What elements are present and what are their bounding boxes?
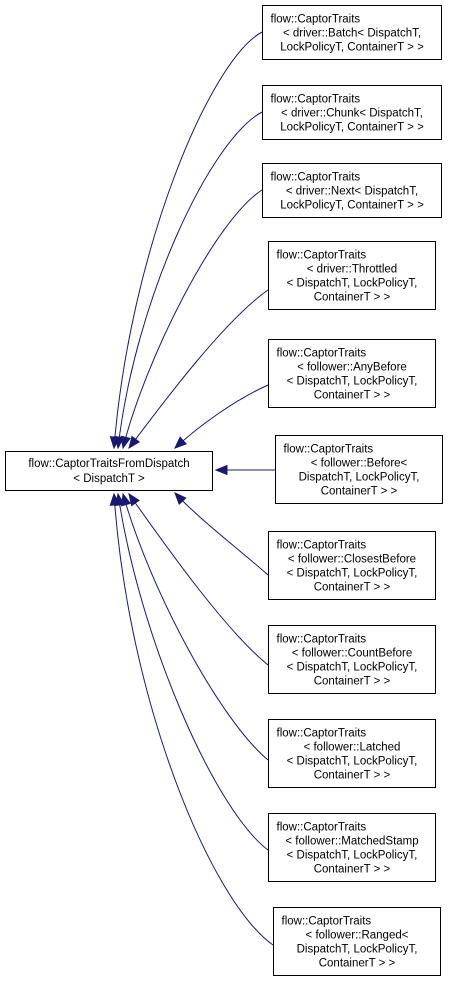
derived-class-box[interactable] <box>268 531 436 600</box>
inheritance-edge <box>122 189 263 449</box>
inheritance-arrowhead <box>174 436 188 449</box>
derived-class-template-line: < DispatchT, LockPolicyT, <box>287 278 418 290</box>
derived-class-name: flow::CaptorTraits <box>282 916 372 928</box>
derived-class-node[interactable]: flow::CaptorTraits< follower::Ranged<Dis… <box>273 907 441 976</box>
base-class-box[interactable] <box>5 451 213 491</box>
base-class-node[interactable]: flow::CaptorTraitsFromDispatch < Dispatc… <box>5 451 213 491</box>
inheritance-edge <box>113 493 274 946</box>
derived-class-name: flow::CaptorTraits <box>277 634 367 646</box>
derived-class-template-line: LockPolicyT, ContainerT > > <box>280 200 424 212</box>
derived-class-template-line: < DispatchT, LockPolicyT, <box>287 850 418 862</box>
derived-class-node[interactable]: flow::CaptorTraits< follower::CountBefor… <box>268 625 436 694</box>
derived-class-box[interactable] <box>268 241 436 310</box>
derived-class-template-line: LockPolicyT, ContainerT > > <box>280 122 424 134</box>
derived-class-template-line: ContainerT > > <box>314 292 391 304</box>
derived-class-box[interactable] <box>262 163 442 218</box>
derived-class-box[interactable] <box>275 435 443 504</box>
derived-class-node[interactable]: flow::CaptorTraits< driver::Next< Dispat… <box>262 163 442 218</box>
derived-class-template-line: LockPolicyT, ContainerT > > <box>280 42 424 54</box>
inheritance-edge <box>128 493 269 666</box>
inheritance-arrowhead <box>128 435 141 450</box>
inheritance-edge <box>174 384 269 449</box>
derived-class-node[interactable]: flow::CaptorTraits< follower::Latched< D… <box>268 719 436 788</box>
derived-class-template-line: < follower::AnyBefore <box>297 362 407 374</box>
inheritance-edge <box>113 31 263 449</box>
inheritance-edge <box>117 111 263 449</box>
derived-class-template-line: < follower::ClosestBefore <box>288 554 416 566</box>
derived-class-template-line: < driver::Next< DispatchT, <box>286 186 418 198</box>
derived-class-node[interactable]: flow::CaptorTraits< follower::Before<Dis… <box>275 435 443 504</box>
derived-class-name: flow::CaptorTraits <box>277 822 367 834</box>
derived-class-name: flow::CaptorTraits <box>277 540 367 552</box>
inheritance-edge <box>117 493 269 851</box>
derived-class-template-line: < follower::Before< <box>311 458 408 470</box>
derived-class-template-line: ContainerT > > <box>314 390 391 402</box>
derived-class-template-line: ContainerT > > <box>314 864 391 876</box>
derived-class-name: flow::CaptorTraits <box>277 348 367 360</box>
derived-class-name: flow::CaptorTraits <box>271 172 361 184</box>
derived-class-template-line: < follower::MatchedStamp <box>285 836 418 848</box>
derived-class-node[interactable]: flow::CaptorTraits< driver::Batch< Dispa… <box>262 5 442 60</box>
derived-class-node[interactable]: flow::CaptorTraits< driver::Throttled< D… <box>268 241 436 310</box>
inheritance-arrowhead <box>174 492 187 506</box>
inheritance-arrowhead <box>109 492 121 506</box>
derived-class-box[interactable] <box>262 85 442 140</box>
derived-class-template-line: DispatchT, LockPolicyT, <box>297 944 418 956</box>
derived-class-node[interactable]: flow::CaptorTraits< follower::ClosestBef… <box>268 531 436 600</box>
derived-class-template-line: < DispatchT, LockPolicyT, <box>287 756 418 768</box>
derived-class-box[interactable] <box>268 813 436 882</box>
derived-class-box[interactable] <box>268 625 436 694</box>
derived-class-node[interactable]: flow::CaptorTraits< driver::Chunk< Dispa… <box>262 85 442 140</box>
derived-class-name: flow::CaptorTraits <box>277 250 367 262</box>
derived-class-nodes: flow::CaptorTraits< driver::Batch< Dispa… <box>262 5 443 976</box>
derived-class-template-line: < DispatchT, LockPolicyT, <box>287 662 418 674</box>
derived-class-template-line: ContainerT > > <box>321 486 398 498</box>
base-class-template-args: < DispatchT > <box>73 473 145 485</box>
derived-class-box[interactable] <box>268 339 436 408</box>
derived-class-template-line: < DispatchT, LockPolicyT, <box>287 376 418 388</box>
derived-class-template-line: < driver::Batch< DispatchT, <box>283 28 421 40</box>
derived-class-name: flow::CaptorTraits <box>271 94 361 106</box>
derived-class-box[interactable] <box>273 907 441 976</box>
inheritance-arrowhead <box>214 464 228 476</box>
derived-class-name: flow::CaptorTraits <box>277 728 367 740</box>
inheritance-edge <box>122 493 269 761</box>
inheritance-edge <box>128 289 269 449</box>
derived-class-node[interactable]: flow::CaptorTraits< follower::AnyBefore<… <box>268 339 436 408</box>
derived-class-name: flow::CaptorTraits <box>284 444 374 456</box>
derived-class-template-line: < follower::CountBefore <box>292 648 413 660</box>
derived-class-template-line: < follower::Ranged< <box>306 930 409 942</box>
derived-class-name: flow::CaptorTraits <box>271 14 361 26</box>
derived-class-template-line: ContainerT > > <box>314 770 391 782</box>
derived-class-template-line: < driver::Throttled <box>307 264 397 276</box>
base-class-name: flow::CaptorTraitsFromDispatch <box>28 458 189 470</box>
derived-class-template-line: ContainerT > > <box>314 676 391 688</box>
derived-class-template-line: ContainerT > > <box>319 958 396 970</box>
derived-class-template-line: ContainerT > > <box>314 582 391 594</box>
derived-class-node[interactable]: flow::CaptorTraits< follower::MatchedSta… <box>268 813 436 882</box>
derived-class-template-line: < driver::Chunk< DispatchT, <box>281 108 423 120</box>
derived-class-template-line: < DispatchT, LockPolicyT, <box>287 568 418 580</box>
inheritance-arrowhead <box>128 492 140 507</box>
derived-class-box[interactable] <box>262 5 442 60</box>
inheritance-arrowhead <box>120 435 131 450</box>
derived-class-box[interactable] <box>268 719 436 788</box>
inheritance-edges <box>109 31 275 946</box>
inheritance-edge <box>174 492 269 576</box>
derived-class-template-line: < follower::Latched <box>304 742 401 754</box>
derived-class-template-line: DispatchT, LockPolicyT, <box>299 472 420 484</box>
